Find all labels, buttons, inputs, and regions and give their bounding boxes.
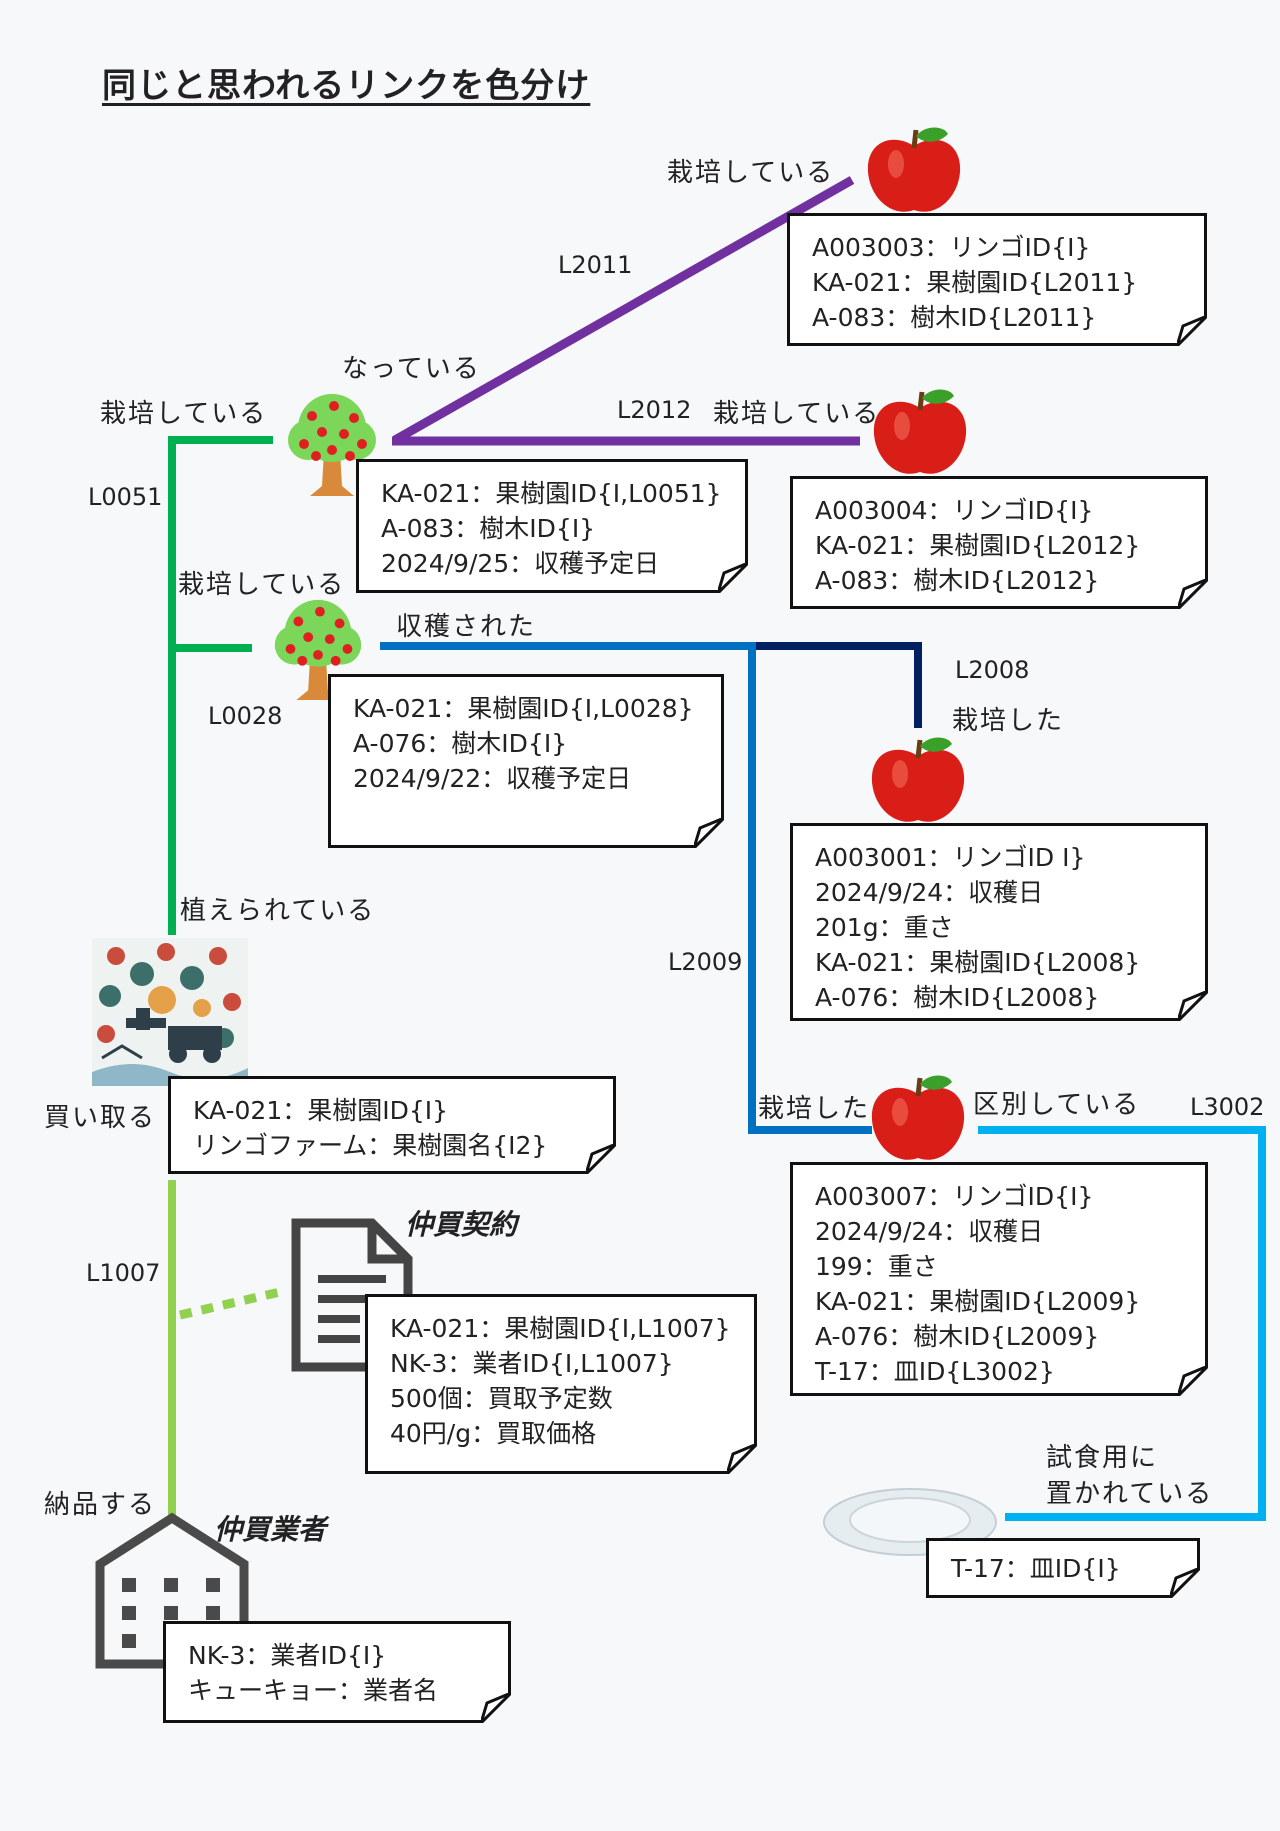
page-fold-icon [1178, 1366, 1208, 1396]
farm-illustration [92, 938, 248, 1086]
card-line: A-083：樹木ID{I} [381, 514, 596, 543]
card-line: A-083：樹木ID{L2012} [815, 566, 1100, 595]
card-line: 40円/g：買取価格 [390, 1419, 597, 1448]
card-line: 2024/9/24：収穫日 [815, 1217, 1044, 1246]
card-line: KA-021：果樹園ID{I,L0051} [381, 479, 722, 508]
apple-icon [867, 127, 961, 212]
card-line: T-17：皿ID{L3002} [815, 1357, 1055, 1386]
card-line: KA-021：果樹園ID{L2011} [812, 268, 1138, 297]
relation-cultivating: 栽培している [100, 399, 268, 429]
apple-a003007-card: A003007：リンゴID{I} 2024/9/24：収穫日 199：重さ KA… [790, 1162, 1208, 1396]
page-fold-icon [1170, 1568, 1200, 1598]
card-line: 2024/9/25：収穫予定日 [381, 549, 660, 578]
tree-a076-card: KA-021：果樹園ID{I,L0028} A-076：樹木ID{I} 2024… [328, 674, 724, 848]
link-l3002-line [978, 1126, 1266, 1521]
card-line: T-17：皿ID{I} [951, 1554, 1121, 1583]
relation-placed-line2: 置かれている [1046, 1479, 1214, 1509]
link-id-l2012: L2012 [617, 396, 692, 424]
card-line: KA-021：果樹園ID{L2012} [815, 531, 1141, 560]
link-id-l1007: L1007 [86, 1259, 161, 1287]
card-line: KA-021：果樹園ID{L2008} [815, 948, 1141, 977]
relation-buy: 買い取る [44, 1103, 157, 1133]
card-line: 199：重さ [815, 1252, 938, 1281]
card-line: A003004：リンゴID{I} [815, 496, 1094, 525]
link-l1007-dotted [178, 1287, 282, 1320]
apple-a003004-card: A003004：リンゴID{I} KA-021：果樹園ID{L2012} A-0… [790, 476, 1208, 609]
page-fold-icon [727, 1444, 757, 1474]
card-line: 2024/9/24：収穫日 [815, 878, 1044, 907]
link-id-l2011: L2011 [558, 251, 633, 279]
page-fold-icon [586, 1144, 616, 1174]
relation-cultivating: 栽培している [713, 399, 881, 429]
apple-tree-icon [274, 599, 362, 701]
link-id-l2009: L2009 [668, 948, 743, 976]
relation-cultivating: 栽培している [178, 570, 346, 600]
card-line: KA-021：果樹園ID{I,L1007} [390, 1314, 731, 1343]
farm-card: KA-021：果樹園ID{I} リンゴファーム：果樹園名{I2} [168, 1076, 616, 1174]
relation-distinguish: 区別している [973, 1090, 1141, 1120]
card-line: A-076：樹木ID{L2009} [815, 1322, 1100, 1351]
broker-label: 仲買業者 [214, 1513, 327, 1546]
contract-card: KA-021：果樹園ID{I,L1007} NK-3：業者ID{I,L1007}… [365, 1294, 757, 1474]
page-fold-icon [1177, 316, 1207, 346]
card-line: A003001：リンゴID I} [815, 843, 1086, 872]
link-l2011-line [392, 176, 855, 444]
link-id-l2008: L2008 [955, 656, 1030, 684]
relation-cultivated: 栽培した [952, 706, 1065, 736]
relation-placed: 試食用に 置かれている [1046, 1440, 1213, 1512]
card-line: KA-021：果樹園ID{I} [193, 1096, 449, 1125]
link-id-l3002: L3002 [1190, 1093, 1265, 1121]
card-line: リンゴファーム：果樹園名{I2} [193, 1131, 548, 1160]
link-id-l0051: L0051 [88, 483, 163, 511]
link-l2009-line [380, 642, 872, 1134]
apple-a003001-card: A003001：リンゴID I} 2024/9/24：収穫日 201g：重さ K… [790, 823, 1208, 1021]
page-fold-icon [1178, 579, 1208, 609]
relation-planted: 植えられている [180, 896, 376, 926]
page-title: 同じと思われるリンクを色分け [102, 66, 591, 106]
card-line: NK-3：業者ID{I} [188, 1641, 387, 1670]
card-line: KA-021：果樹園ID{L2009} [815, 1287, 1141, 1316]
relation-cultivated: 栽培した [758, 1094, 871, 1124]
relation-cultivating: 栽培している [667, 158, 835, 188]
card-line: A003003：リンゴID{I} [812, 233, 1091, 262]
card-line: A-076：樹木ID{L2008} [815, 983, 1100, 1012]
apple-icon [871, 1075, 965, 1160]
card-line: 2024/9/22：収穫予定日 [353, 764, 632, 793]
link-l2008-line [756, 642, 922, 728]
card-line: 201g：重さ [815, 913, 954, 942]
card-line: A-083：樹木ID{L2011} [812, 303, 1097, 332]
relation-placed-line1: 試食用に [1046, 1443, 1159, 1473]
apple-icon [873, 389, 967, 474]
page-fold-icon [718, 563, 748, 593]
card-line: KA-021：果樹園ID{I,L0028} [353, 694, 694, 723]
apple-a003003-card: A003003：リンゴID{I} KA-021：果樹園ID{L2011} A-0… [787, 213, 1207, 346]
relation-harvested: 収穫された [396, 612, 537, 642]
broker-card: NK-3：業者ID{I} キューキョー：業者名 [163, 1621, 511, 1723]
apple-icon [871, 737, 965, 822]
link-l0051-line [168, 436, 273, 935]
card-line: NK-3：業者ID{I,L1007} [390, 1349, 674, 1378]
page-fold-icon [1178, 991, 1208, 1021]
plate-card: T-17：皿ID{I} [926, 1538, 1200, 1598]
contract-label: 仲買契約 [405, 1208, 518, 1241]
tree-a083-card: KA-021：果樹園ID{I,L0051} A-083：樹木ID{I} 2024… [356, 459, 748, 593]
card-line: A003007：リンゴID{I} [815, 1182, 1094, 1211]
card-line: A-076：樹木ID{I} [353, 729, 568, 758]
card-line: 500個：買取予定数 [390, 1384, 613, 1413]
card-line: キューキョー：業者名 [188, 1676, 439, 1705]
link-id-l0028: L0028 [208, 702, 283, 730]
page-fold-icon [481, 1693, 511, 1723]
relation-hanging: なっている [342, 354, 481, 384]
page-fold-icon [694, 818, 724, 848]
apple-tree-icon [288, 394, 376, 496]
relation-deliver: 納品する [44, 1490, 157, 1520]
